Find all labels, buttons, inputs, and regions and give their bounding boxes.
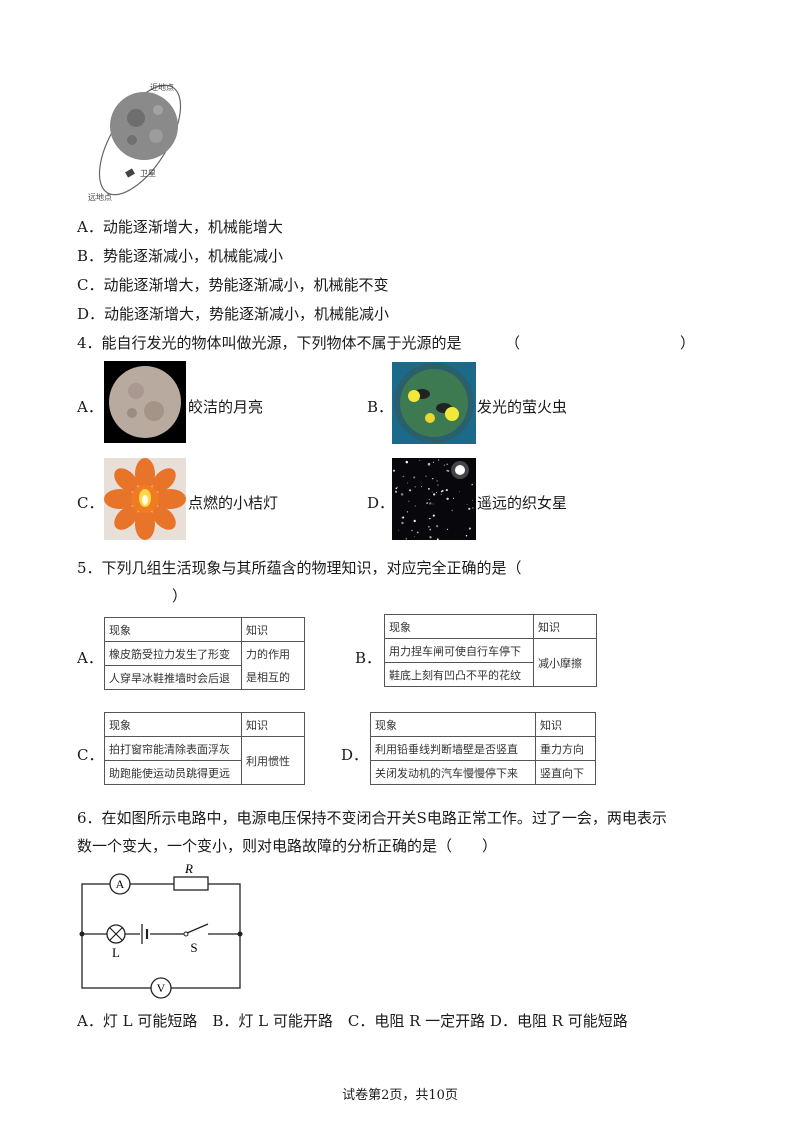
q6-stem-line1: 6．在如图所示电路中，电源电压保持不变闭合开关S电路正常工作。过了一会，两电表示 [77, 809, 667, 827]
table-cell: 鞋底上刻有凹凸不平的花纹 [384, 662, 534, 687]
q6-stem-line2: 数一个变大，一个变小，则对电路故障的分析正确的是（ ） [77, 837, 498, 855]
circuit-diagram: A R L S V [76, 860, 248, 1002]
table-header-knowledge: 知识 [533, 614, 597, 639]
table-cell: 关闭发动机的汽车慢慢停下来 [370, 760, 536, 785]
table-header-knowledge: 知识 [241, 617, 305, 642]
table-cell: 重力方向 [535, 736, 596, 761]
resistor-label: R [184, 861, 193, 876]
q3-option-d: D．动能逐渐增大，势能逐渐减小，机械能减小 [77, 305, 390, 323]
table-cell: 人穿旱冰鞋推墙时会后退 [104, 665, 242, 690]
q5-option-c-letter: C． [77, 746, 104, 764]
table-header-phenomenon: 现象 [370, 712, 536, 737]
q5-option-d-letter: D． [341, 746, 369, 764]
table-header-phenomenon: 现象 [104, 712, 242, 737]
apogee-label: 远地点 [88, 193, 112, 202]
q5-option-b-letter: B． [355, 649, 382, 667]
table-cell: 竖直向下 [535, 760, 596, 785]
table-cell: 力的作用 [241, 641, 305, 666]
table-cell: 用力捏车闸可使自行车停下 [384, 638, 534, 663]
q4-option-a-letter: A． [77, 398, 103, 416]
q5-table-c: 现象知识 拍打窗帘能清除表面浮灰利用惯性 助跑能使运动员跳得更远 [104, 712, 305, 785]
voltmeter-label: V [157, 981, 166, 995]
q4-option-d-caption: 遥远的织女星 [477, 494, 568, 512]
table-cell: 利用惯性 [241, 736, 305, 785]
ammeter-label: A [116, 877, 125, 891]
table-cell: 橡皮筋受拉力发生了形变 [104, 641, 242, 666]
q4-option-c-caption: 点燃的小桔灯 [188, 494, 279, 512]
q4-stem: 4．能自行发光的物体叫做光源，下列物体不属于光源的是 [77, 334, 462, 352]
orange-lamp-image [104, 458, 186, 540]
q6-options: A．灯 L 可能短路 B．灯 L 可能开路 C．电阻 R 一定开路 D．电阻 R… [77, 1012, 628, 1030]
q3-option-c: C．动能逐渐增大，势能逐渐减小，机械能不变 [77, 276, 389, 294]
q4-option-b-letter: B． [367, 398, 394, 416]
table-cell: 减小摩擦 [533, 638, 597, 687]
firefly-image [392, 362, 476, 444]
q4-option-d-letter: D． [367, 494, 395, 512]
moon-image [104, 361, 186, 443]
table-cell: 是相互的 [241, 665, 305, 690]
page-footer: 试卷第2页，共10页 [342, 1088, 458, 1103]
q4-bracket-open: （ [505, 334, 521, 352]
switch-label: S [190, 940, 197, 955]
q5-table-b: 现象知识 用力捏车闸可使自行车停下减小摩擦 鞋底上刻有凹凸不平的花纹 [384, 614, 597, 687]
q4-option-c-letter: C． [77, 494, 104, 512]
perigee-label: 近地点 [150, 83, 174, 92]
q4-option-b-caption: 发光的萤火虫 [477, 398, 568, 416]
q5-stem: 5．下列几组生活现象与其所蕴含的物理知识，对应完全正确的是（ [77, 559, 522, 577]
q3-option-a: A．动能逐渐增大，机械能增大 [77, 218, 283, 236]
q5-stem-close: ） [172, 587, 188, 605]
table-cell: 利用铅垂线判断墙壁是否竖直 [370, 736, 536, 761]
table-cell: 拍打窗帘能清除表面浮灰 [104, 736, 242, 761]
q3-option-b: B．势能逐渐减小，机械能减小 [77, 247, 284, 265]
q5-table-a: 现象知识 橡皮筋受拉力发生了形变力的作用 人穿旱冰鞋推墙时会后退是相互的 [104, 617, 305, 690]
q5-table-d: 现象知识 利用铅垂线判断墙壁是否竖直重力方向 关闭发动机的汽车慢慢停下来竖直向下 [370, 712, 596, 785]
table-header-phenomenon: 现象 [104, 617, 242, 642]
table-header-knowledge: 知识 [241, 712, 305, 737]
q4-bracket-close: ） [680, 334, 696, 352]
orbit-figure [84, 78, 196, 202]
q5-option-a-letter: A． [77, 649, 103, 667]
q4-option-a-caption: 皎洁的月亮 [188, 398, 264, 416]
table-header-phenomenon: 现象 [384, 614, 534, 639]
satellite-label: 卫星 [140, 169, 156, 178]
table-header-knowledge: 知识 [535, 712, 596, 737]
table-cell: 助跑能使运动员跳得更远 [104, 760, 242, 785]
star-image [392, 458, 476, 540]
lamp-label: L [112, 945, 120, 960]
